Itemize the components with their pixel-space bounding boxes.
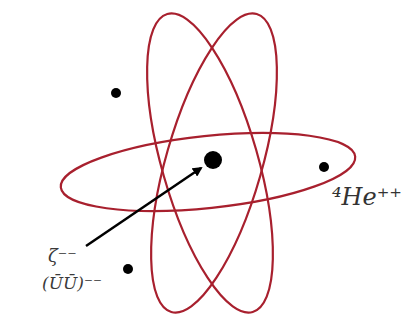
electron-dot	[319, 162, 329, 172]
orbit-ellipse	[57, 121, 359, 224]
particle-label: ζ⁻⁻	[46, 246, 79, 266]
pointer-arrow	[86, 168, 201, 246]
electron-dot	[123, 264, 133, 274]
particle-label: (ŪŪ)⁻⁻	[40, 274, 104, 293]
orbit-ellipse	[125, 1, 303, 320]
ion-label: ⁴He⁺⁺	[330, 184, 404, 210]
nucleus-dot	[204, 151, 222, 169]
orbit-ellipse	[121, 1, 299, 320]
electron-dot	[111, 88, 121, 98]
